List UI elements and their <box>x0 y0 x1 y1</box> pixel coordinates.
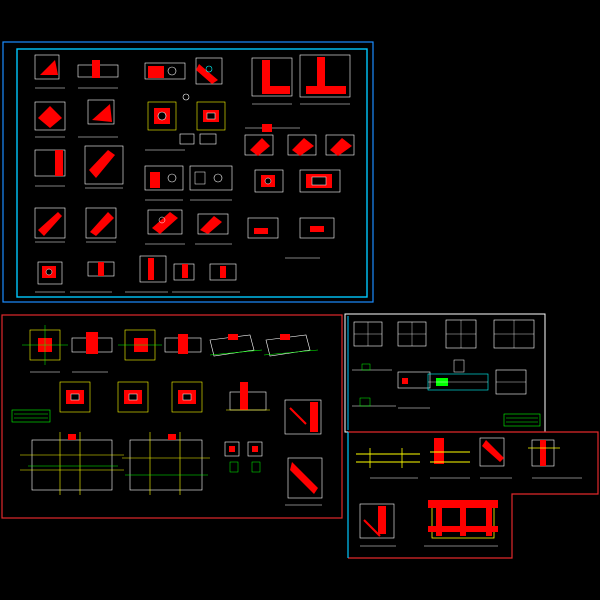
sheet-2 <box>1 314 343 519</box>
detail-s4-04 <box>528 439 582 479</box>
detail-s3-07 <box>427 359 489 391</box>
detail-s1-32 <box>172 263 240 293</box>
legend-box <box>11 409 51 423</box>
detail-s2-11 <box>284 399 322 435</box>
detail-s1-06 <box>299 54 351 105</box>
detail-s2-07 <box>59 381 91 413</box>
detail-s1-10 <box>182 93 226 131</box>
detail-s2-08 <box>117 381 149 413</box>
detail-s3-01 <box>353 321 383 347</box>
detail-s1-15 <box>244 134 274 156</box>
plan-s2-02 <box>122 432 210 495</box>
detail-s1-07 <box>34 101 66 138</box>
detail-s1-11 <box>179 133 217 145</box>
detail-s3-05 <box>352 363 396 407</box>
detail-s2-01 <box>22 325 68 373</box>
detail-s1-01 <box>34 54 65 89</box>
detail-s2-03 <box>118 329 162 361</box>
detail-s3-02 <box>397 321 427 347</box>
sheet-3 <box>344 313 546 433</box>
detail-s1-21 <box>299 169 341 193</box>
detail-s4-01 <box>356 448 420 479</box>
detail-s1-19 <box>189 165 233 201</box>
sheet-1-inner-frame <box>16 48 368 298</box>
detail-s2-12 <box>224 441 263 473</box>
detail-s2-05 <box>209 334 263 357</box>
detail-s1-05 <box>251 57 293 105</box>
detail-s1-27 <box>285 217 335 259</box>
detail-s2-10 <box>226 382 270 411</box>
detail-s1-23 <box>85 207 117 243</box>
detail-s4-03 <box>479 437 512 479</box>
detail-s1-13 <box>34 149 66 187</box>
detail-s1-03 <box>144 62 186 80</box>
detail-s1-26 <box>247 217 279 239</box>
detail-s2-09 <box>171 381 203 413</box>
detail-s3-04 <box>493 319 535 349</box>
detail-s1-02 <box>77 60 119 89</box>
detail-s1-31 <box>173 263 195 281</box>
sheet-2-frame <box>1 314 343 519</box>
detail-s4-06 <box>424 500 498 547</box>
detail-s1-17 <box>325 134 355 156</box>
detail-s1-29 <box>70 261 115 293</box>
detail-s1-16 <box>287 134 317 156</box>
detail-s1-30 <box>125 255 168 293</box>
detail-s2-02 <box>71 332 113 373</box>
detail-s4-05 <box>359 503 396 547</box>
detail-s3-06 <box>397 371 431 409</box>
detail-s3-03 <box>445 319 477 349</box>
detail-s2-13 <box>285 457 323 506</box>
sheet-4 <box>347 431 599 559</box>
detail-s1-18 <box>144 165 184 201</box>
detail-s1-20 <box>254 169 284 193</box>
legend-box-s3 <box>503 413 541 427</box>
detail-s4-02 <box>430 438 470 479</box>
detail-s2-06 <box>263 334 319 357</box>
detail-s1-24 <box>145 209 185 245</box>
sheet-4-frame <box>348 431 599 559</box>
sheet-1 <box>2 41 374 303</box>
detail-s1-14 <box>84 145 124 189</box>
detail-s1-09 <box>145 101 185 151</box>
detail-s1-08 <box>78 99 118 138</box>
detail-s1-25 <box>195 213 232 245</box>
detail-s1-04 <box>195 57 223 85</box>
detail-s3-08 <box>495 369 527 395</box>
plan-s2-01 <box>20 432 124 495</box>
detail-s1-22 <box>34 207 66 243</box>
sheet-1-outer-frame <box>2 41 374 303</box>
detail-s1-28 <box>35 261 65 293</box>
detail-s1-12 <box>245 124 300 132</box>
detail-s2-04 <box>164 334 202 354</box>
